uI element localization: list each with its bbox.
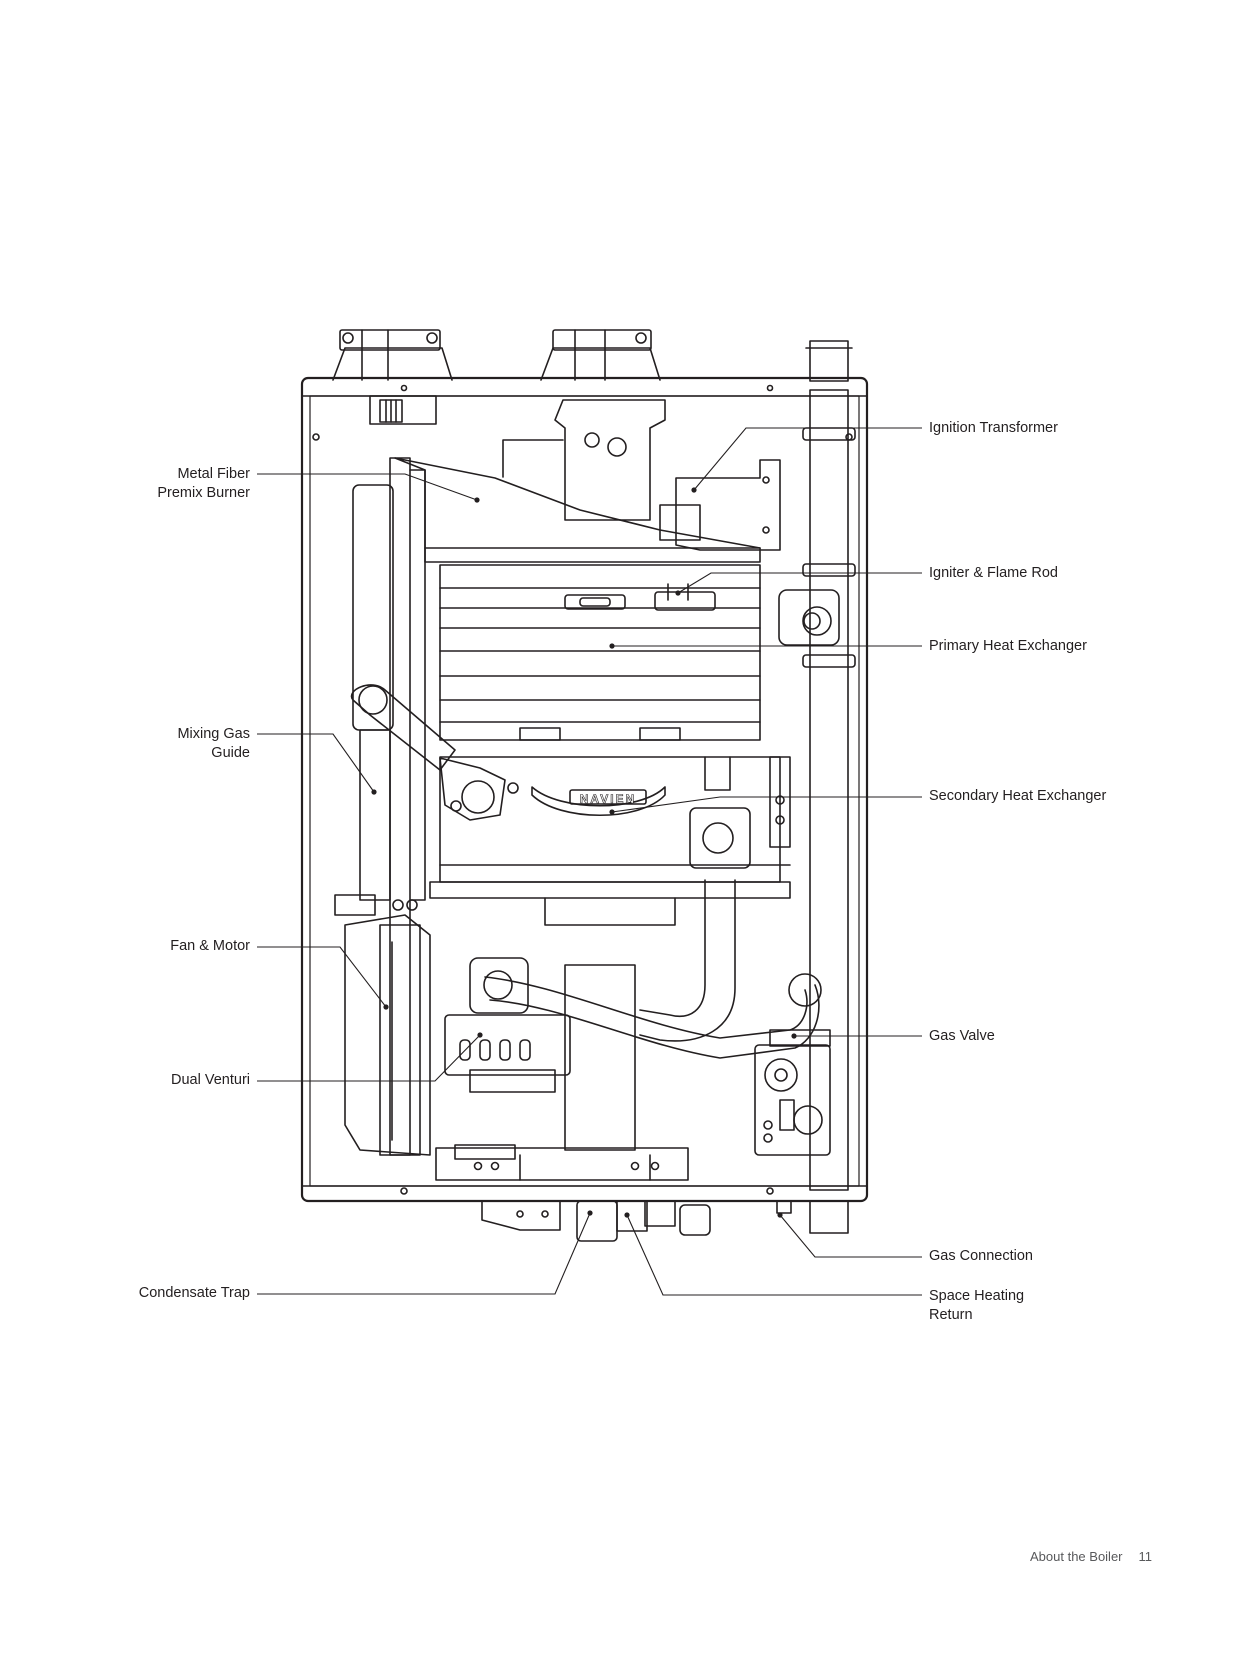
leader-space-heating-return [626,1214,922,1296]
page-footer: About the Boiler 11 [1030,1549,1152,1564]
leader-ignition-transformer [693,427,922,491]
primary-heat-exchanger [439,564,761,741]
leader-condensate-trap [257,1212,591,1295]
label-ignition-transformer: Ignition Transformer [929,420,1058,436]
page-number: 11 [1138,1549,1153,1564]
label-secondary-heat-exchanger: Secondary Heat Exchanger [929,788,1107,804]
leader-dual-venturi [257,1034,481,1082]
fan-and-motor [334,894,431,1156]
left-vent-collar [332,329,453,381]
right-vent-collar [540,329,661,381]
brand-text: NAVIEN [580,792,636,806]
bottom-fittings [481,1200,849,1242]
label-primary-heat-exchanger: Primary Heat Exchanger [929,638,1087,654]
leader-fan-motor [257,946,387,1008]
label-fan-motor: Fan & Motor [170,938,250,954]
label-condensate-trap: Condensate Trap [138,1285,250,1301]
leader-metal-fiber-burner [257,473,478,501]
leader-mixing-gas-guide [257,733,375,793]
footer-section-title: About the Boiler [1030,1549,1123,1564]
label-space-heating-return: Space Heating Return [929,1288,1025,1323]
label-dual-venturi: Dual Venturi [171,1072,250,1088]
label-gas-connection: Gas Connection [929,1248,1033,1264]
label-metal-fiber-burner: Metal Fiber Premix Burner [157,466,250,501]
label-mixing-gas-guide: Mixing Gas Guide [177,726,250,761]
mixing-gas-guide [350,684,519,821]
gas-valve [754,1029,831,1156]
label-igniter-flame-rod: Igniter & Flame Rod [929,565,1058,581]
leader-igniter-flame-rod [677,572,922,594]
secondary-heat-exchanger [439,756,791,883]
top-right-pipe-stub [805,340,853,382]
label-gas-valve: Gas Valve [929,1028,995,1044]
gas-tube [469,957,822,1059]
right-water-pipe [778,389,856,1191]
leader-gas-connection [779,1214,922,1258]
leader-secondary-heat-exchanger [611,796,922,813]
dual-venturi [444,964,636,1151]
